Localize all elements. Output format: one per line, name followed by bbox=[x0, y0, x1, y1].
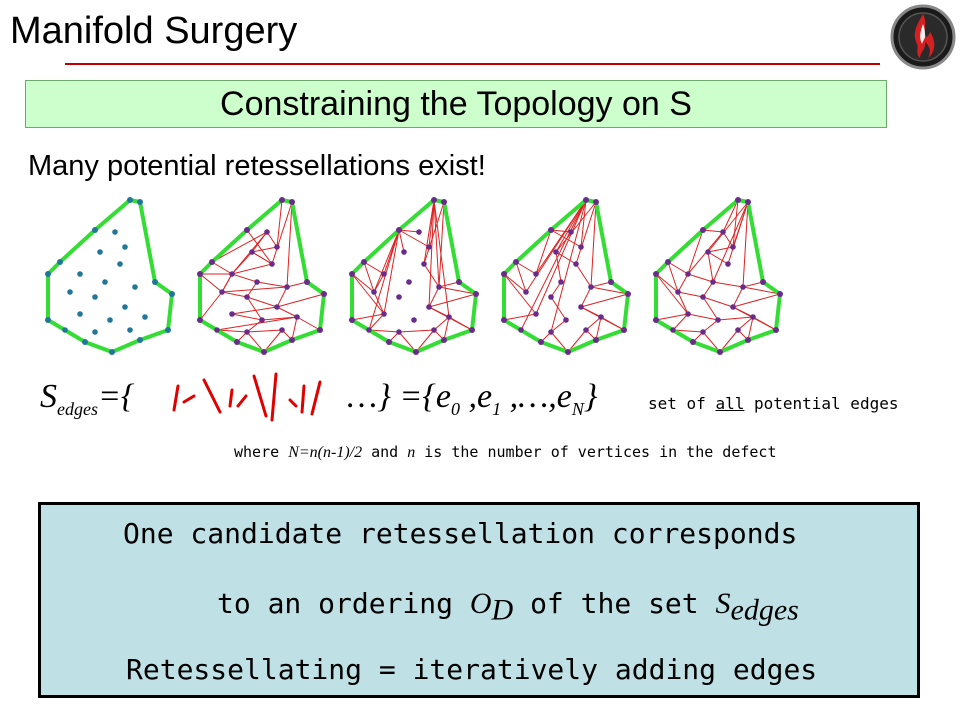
retessellation-meshes bbox=[45, 197, 783, 355]
fire-logo-icon bbox=[890, 4, 956, 70]
candidate-line-2: to an ordering OD of the set Sedges bbox=[217, 587, 799, 627]
mesh-3 bbox=[349, 197, 479, 355]
mesh-4 bbox=[501, 197, 631, 355]
subtitle-text: Constraining the Topology on S bbox=[220, 85, 692, 123]
candidate-line-1: One candidate retessellation corresponds bbox=[123, 517, 798, 550]
title-underline bbox=[65, 63, 880, 65]
mesh-1 bbox=[45, 197, 175, 355]
candidate-box: One candidate retessellation corresponds… bbox=[38, 502, 920, 698]
slide-title: Manifold Surgery bbox=[10, 10, 298, 52]
where-note: where N=n(n-1)/2 and n is the number of … bbox=[234, 443, 777, 461]
set-description: set of all potential edges bbox=[648, 394, 899, 413]
subtitle-banner: Constraining the Topology on S bbox=[25, 80, 887, 128]
mesh-5 bbox=[653, 197, 783, 355]
candidate-line-3: Retessellating = iteratively adding edge… bbox=[126, 653, 818, 686]
edge-glyphs bbox=[172, 372, 322, 422]
intro-text: Many potential retessellations exist! bbox=[28, 150, 486, 182]
edge-set-equation: …} ={e0 ,e1 ,…,eN} bbox=[347, 378, 598, 419]
s-edges-label: Sedges={ bbox=[40, 378, 135, 419]
mesh-2 bbox=[197, 197, 327, 355]
